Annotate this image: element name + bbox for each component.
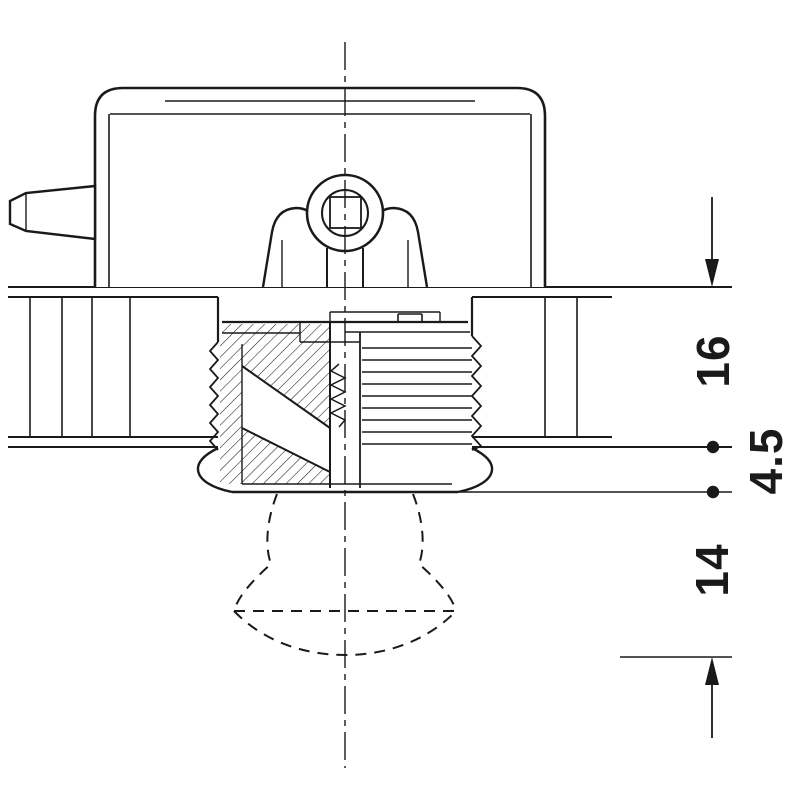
dim-label-4-5: 4.5 <box>740 428 792 495</box>
dim-dot <box>706 485 720 499</box>
dim-dot <box>706 440 720 454</box>
thread-ribs <box>362 347 472 445</box>
panel-edge-lines <box>29 297 578 437</box>
dim-label-16: 16 <box>687 334 739 387</box>
dimension-bore-depth: 14 <box>686 543 738 738</box>
thread-spring-zigzag <box>329 363 347 428</box>
dim-arrow-down-icon <box>705 259 719 287</box>
dim-label-14: 14 <box>686 543 738 596</box>
release-lever <box>8 184 97 241</box>
dimension-flange-depth: 4.5 <box>706 428 792 499</box>
section-hatching <box>220 324 331 484</box>
dimension-panel-thickness: 16 <box>687 197 739 454</box>
dim-arrow-up-icon <box>705 657 719 685</box>
